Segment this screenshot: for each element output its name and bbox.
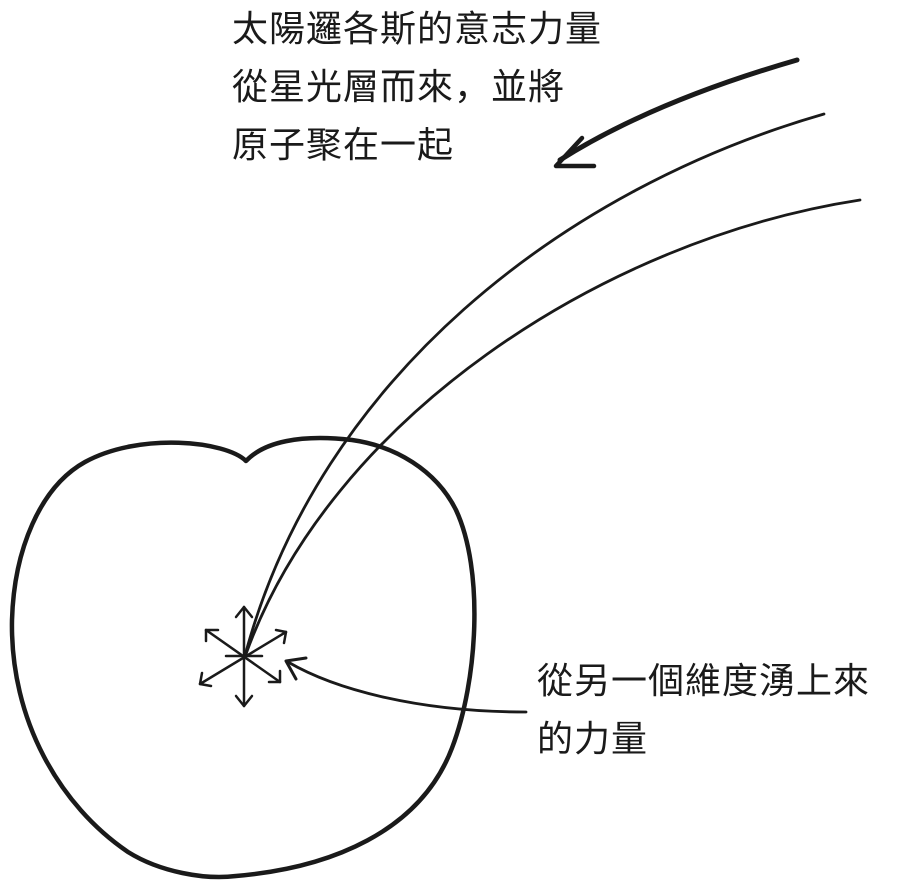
incoming-arrow-curve-1 — [557, 57, 800, 163]
top-caption-line-3: 原子聚在一起 — [232, 125, 455, 166]
heart-shape — [9, 435, 477, 880]
top-caption-line-1: 太陽邏各斯的意志力量 — [232, 9, 603, 50]
right-caption-line-1: 從另一個維度湧上來 — [537, 661, 871, 702]
dimension-arrow-curve — [286, 660, 528, 714]
incoming-arrow-head — [553, 135, 597, 169]
top-caption-line-2: 從星光層而來，並將 — [232, 67, 566, 108]
dimension-arrow-head — [284, 656, 308, 681]
right-caption: 從另一個維度湧上來 的力量 — [537, 664, 870, 780]
right-caption-line-2: 的力量 — [537, 719, 649, 760]
top-caption: 太陽邏各斯的意志力量 從星光層而來，並將 原子聚在一起 — [232, 12, 602, 186]
radiating-star-icon — [198, 605, 288, 708]
incoming-curve-3 — [244, 198, 862, 656]
incoming-curve-2 — [244, 112, 826, 654]
